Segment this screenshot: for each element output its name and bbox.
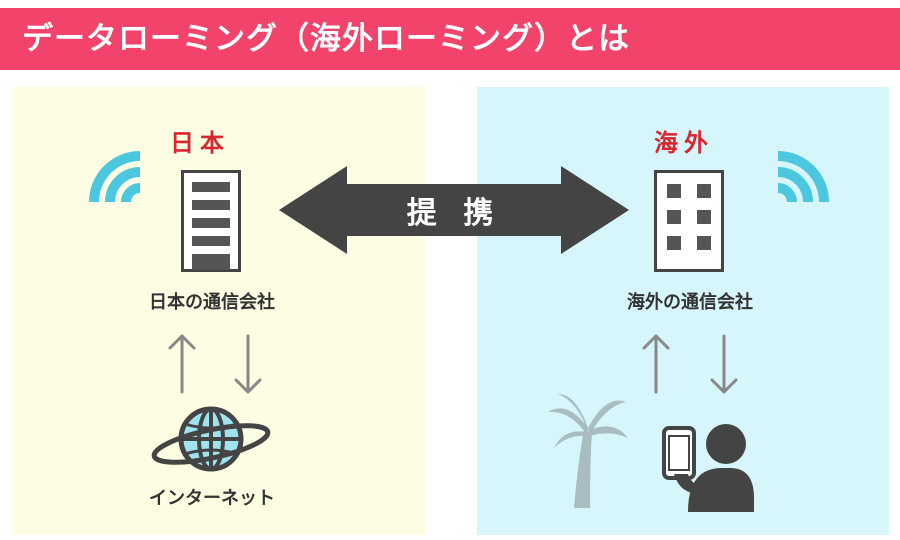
- japan-building-icon: [181, 170, 241, 272]
- overseas-region-label: 海外: [654, 129, 714, 157]
- internet-label: インターネット: [149, 488, 275, 509]
- japan-arrows-icon: [168, 334, 262, 394]
- overseas-arrows-icon: [642, 334, 738, 394]
- japan-carrier-label: 日本の通信会社: [149, 292, 275, 313]
- wifi-signal-icon: [777, 151, 829, 203]
- globe-icon: [151, 406, 271, 472]
- person-with-phone-icon: [662, 424, 754, 512]
- japan-region-label: 日本: [170, 129, 230, 157]
- overseas-carrier-label: 海外の通信会社: [627, 292, 753, 313]
- partnership-label: 提 携: [406, 196, 502, 231]
- page-title: データローミング（海外ローミング）とは: [22, 21, 630, 57]
- partnership-double-arrow-icon: [279, 166, 629, 254]
- title-bar: [0, 8, 900, 70]
- wifi-signal-icon: [89, 151, 141, 203]
- palm-tree-icon: [548, 394, 628, 508]
- overseas-building-icon: [654, 170, 724, 272]
